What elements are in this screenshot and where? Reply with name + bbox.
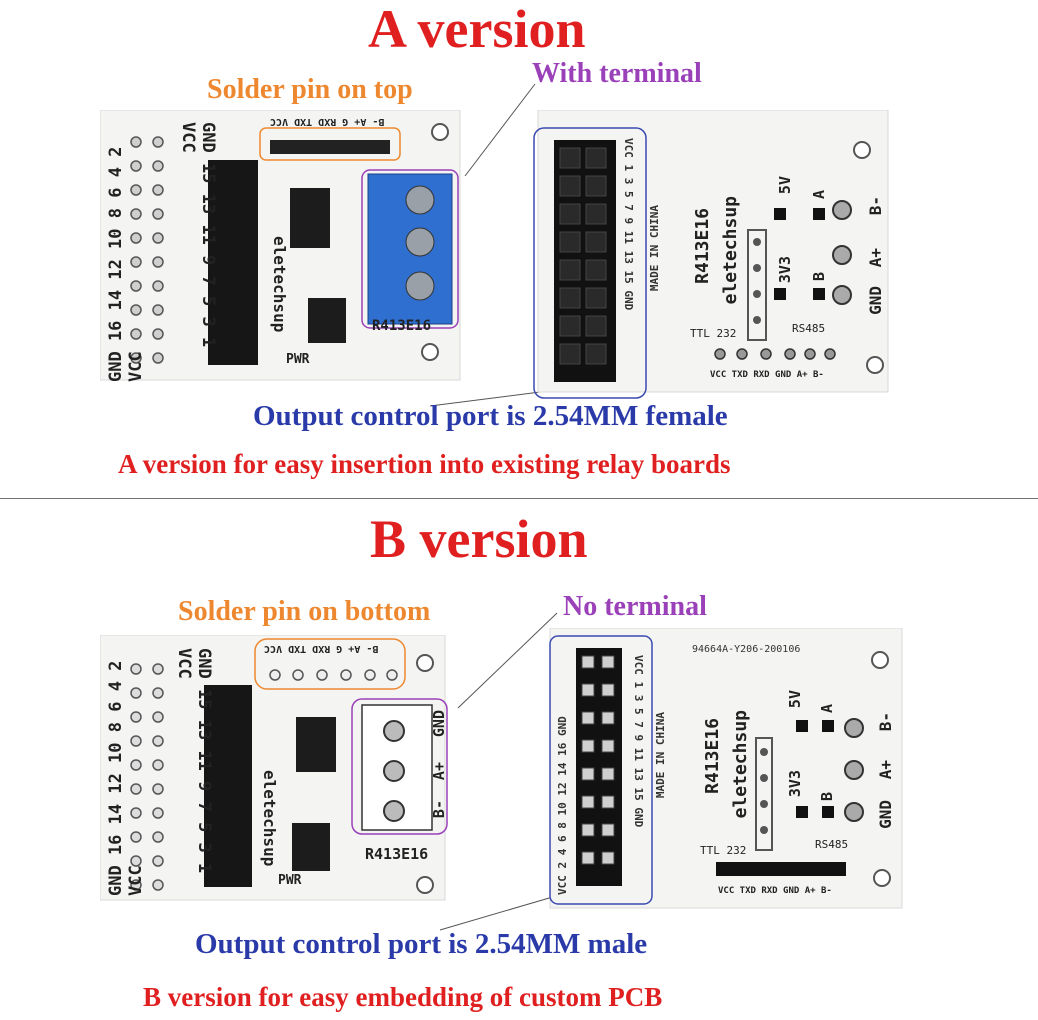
summary-b: B version for easy embedding of custom P… xyxy=(143,982,663,1012)
board-b-model: R413E16 xyxy=(365,845,429,863)
board-b-terminal-b-label: B- xyxy=(430,800,448,819)
board-b-back-brand: eletechsup xyxy=(730,710,751,819)
callout-solder-top: Solder pin on top xyxy=(207,74,413,105)
board-a-rs485-label: RS485 xyxy=(792,322,826,335)
board-b-ttl-label: TTL 232 xyxy=(700,844,747,857)
board-b-3v3-label: 3V3 xyxy=(786,770,804,798)
board-a-model: R413E16 xyxy=(372,318,432,334)
board-a-terminal-b-label: B- xyxy=(866,196,885,216)
board-b-back-pin-numbers-even: VCC 2 4 6 8 10 12 14 16 GND xyxy=(556,716,569,895)
board-a-back-pin-numbers: VCC 1 3 5 7 9 11 13 15 GND xyxy=(622,138,635,311)
board-b-pwr-label: PWR xyxy=(278,873,302,888)
board-a-bottom-pin-label: VCC TXD RXD GND A+ B- xyxy=(710,370,824,380)
board-a-brand: eletechsup xyxy=(270,236,289,333)
board-b-back-terminal-b-label: B- xyxy=(876,712,895,732)
board-a-3v3-label: 3V3 xyxy=(776,256,794,284)
board-a-io-a-label: A xyxy=(810,190,828,200)
board-b-bottom-pin-label: VCC TXD RXD GND A+ B- xyxy=(718,886,832,896)
board-b-made-in: MADE IN CHINA xyxy=(654,712,667,799)
board-b-io-a-label: A xyxy=(818,704,836,714)
board-a-made-in: MADE IN CHINA xyxy=(648,205,661,292)
board-a-ttl-label: TTL 232 xyxy=(690,327,737,340)
board-b-terminal-a-label: A+ xyxy=(430,762,448,781)
port-note-b: Output control port is 2.54MM male xyxy=(195,928,648,960)
section-b-title: B version xyxy=(370,509,588,569)
callout-with-terminal: With terminal xyxy=(532,58,702,89)
summary-a: A version for easy insertion into existi… xyxy=(118,449,731,479)
section-a-title: A version xyxy=(368,0,586,59)
port-note-a: Output control port is 2.54MM female xyxy=(253,400,728,432)
board-b-back-pin-numbers-odd: VCC 1 3 5 7 9 11 13 15 GND xyxy=(632,655,645,828)
board-a-5v-label: 5V xyxy=(776,176,794,195)
callout-no-terminal: No terminal xyxy=(563,591,707,622)
board-a-terminal-a-label: A+ xyxy=(866,248,885,268)
board-b-left-pin-numbers-odd: GND 15 13 11 9 7 5 3 1 VCC xyxy=(174,648,214,874)
board-b-top-header-label: B- A+ G RXD TXD VCC xyxy=(264,643,379,654)
board-a-terminal-gnd-label: GND xyxy=(866,286,885,315)
board-a-back-photo xyxy=(533,110,889,399)
board-a-pwr-label: PWR xyxy=(286,352,310,367)
board-b-5v-label: 5V xyxy=(786,690,804,709)
board-b-back-model: R413E16 xyxy=(702,718,723,794)
callout-solder-bottom: Solder pin on bottom xyxy=(178,596,431,627)
board-b-back-terminal-a-label: A+ xyxy=(876,760,895,780)
board-b-io-b-label: B xyxy=(818,792,836,802)
board-a-back-brand: eletechsup xyxy=(720,196,741,305)
board-a-front-photo xyxy=(100,110,461,381)
board-b-front-photo xyxy=(100,635,448,901)
board-a-left-pin-numbers-odd: GND 15 13 11 9 7 5 3 1 VCC xyxy=(178,122,218,348)
board-a-io-b-label: B xyxy=(810,272,828,282)
board-b-terminal-gnd-label: GND xyxy=(430,710,448,738)
board-b-back-photo xyxy=(549,628,903,909)
section-divider xyxy=(0,498,1038,499)
board-a-back-model: R413E16 xyxy=(692,208,713,284)
board-b-brand: eletechsup xyxy=(260,770,279,867)
board-b-pcb-code: 94664A-Y206-200106 xyxy=(692,644,801,655)
board-b-rs485-label: RS485 xyxy=(815,838,849,851)
board-b-back-terminal-gnd-label: GND xyxy=(876,800,895,829)
board-b-left-pin-numbers-even: GND 16 14 12 10 8 6 4 2 VCC xyxy=(106,660,146,896)
